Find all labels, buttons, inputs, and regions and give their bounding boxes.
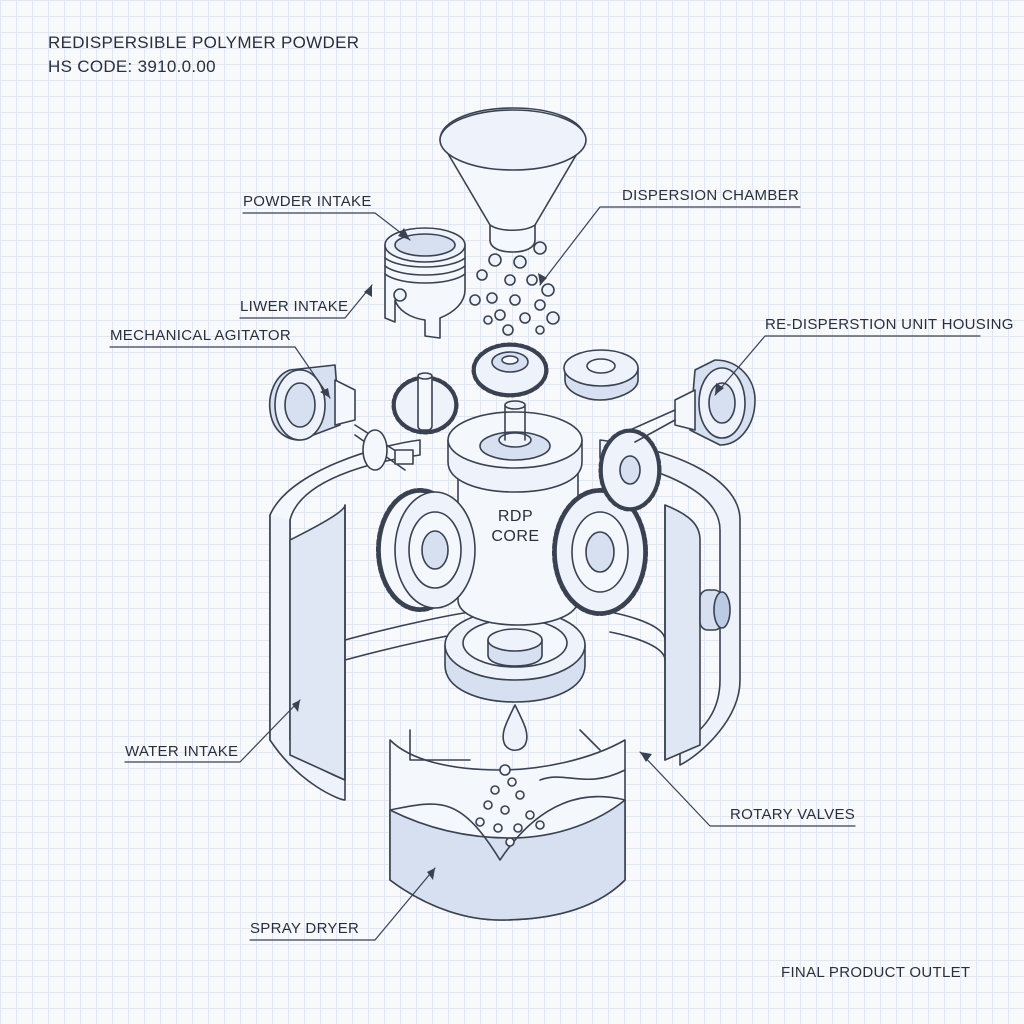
label-liwer-intake: LIWER INTAKE xyxy=(240,298,349,315)
rdp-core-line2: CORE xyxy=(491,528,540,545)
label-rotary-valves: ROTARY VALVES xyxy=(730,806,856,823)
label-spray-dryer: SPRAY DRYER xyxy=(250,920,360,937)
left-motor xyxy=(268,364,414,471)
rdp-core-label: RDP CORE xyxy=(478,507,553,547)
diagram-title: REDISPERSIBLE POLYMER POWDER xyxy=(48,33,360,52)
label-mechanical-agitator: MECHANICAL AGITATOR xyxy=(110,327,292,344)
leader-arrows xyxy=(292,228,724,880)
water-droplet xyxy=(502,704,528,752)
tank-particles xyxy=(475,764,545,847)
upper-left-gear xyxy=(391,372,459,435)
upper-right-disc xyxy=(563,349,639,401)
powder-particles xyxy=(469,241,560,336)
leader-lines xyxy=(109,206,981,941)
rdp-core-line1: RDP xyxy=(497,508,534,525)
label-powder-intake: POWDER INTAKE xyxy=(243,193,372,210)
rotary-plate xyxy=(444,609,586,703)
upper-center-gear xyxy=(471,342,549,398)
hs-code: HS CODE: 3910.0.00 xyxy=(48,57,216,76)
right-gear xyxy=(552,488,648,616)
right-motor xyxy=(629,359,756,446)
label-dispersion-chamber: DISPERSION CHAMBER xyxy=(622,187,800,204)
label-redispersion-housing: RE-DISPERSTION UNIT HOUSING xyxy=(765,316,1014,333)
spray-dryer-tank xyxy=(389,704,626,921)
label-final-product-outlet: FINAL PRODUCT OUTLET xyxy=(781,964,971,981)
left-gear xyxy=(376,488,476,612)
small-right-gear xyxy=(598,428,662,512)
side-port xyxy=(699,589,731,631)
rdp-core xyxy=(447,400,583,626)
powder-intake-piston xyxy=(384,227,466,339)
label-water-intake: WATER INTAKE xyxy=(125,743,239,760)
funnel xyxy=(439,107,587,253)
